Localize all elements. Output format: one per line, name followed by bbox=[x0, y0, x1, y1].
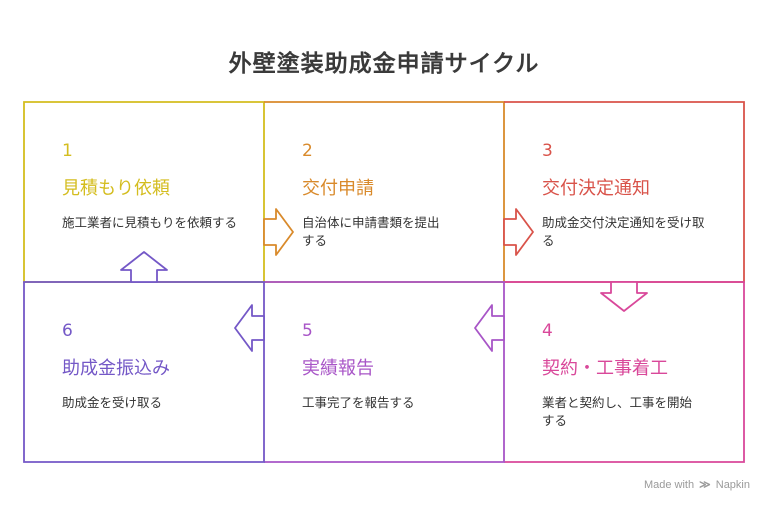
step-2-title: 交付申請 bbox=[302, 178, 374, 199]
step-1: 1 見積もり依頼 施工業者に見積もりを依頼する bbox=[62, 141, 277, 232]
step-6-description: 助成金を受け取る bbox=[62, 395, 163, 410]
step-4-title: 契約・工事着工 bbox=[542, 358, 668, 379]
step-2-number: 2 bbox=[302, 141, 313, 161]
arrow-2-to-3 bbox=[503, 208, 534, 256]
step-5-number: 5 bbox=[302, 321, 313, 341]
step-4-description: 業者と契約し、工事を開始する bbox=[542, 395, 693, 428]
step-5-box bbox=[264, 281, 505, 463]
arrow-5-to-6 bbox=[234, 304, 265, 352]
step-3-title: 交付決定通知 bbox=[542, 178, 650, 199]
step-2-description: 自治体に申請書類を提出する bbox=[302, 215, 440, 248]
step-5-description: 工事完了を報告する bbox=[302, 395, 415, 410]
step-1-title: 見積もり依頼 bbox=[62, 178, 170, 199]
step-5-title: 実績報告 bbox=[302, 358, 374, 379]
page-title: 外壁塗装助成金申請サイクル bbox=[228, 51, 540, 77]
step-6-title: 助成金振込み bbox=[62, 358, 170, 379]
step-6-box bbox=[23, 281, 265, 463]
step-4-number: 4 bbox=[542, 321, 553, 341]
napkin-logo-icon: ≫ bbox=[699, 479, 711, 491]
step-3-description: 助成金交付決定通知を受け取る bbox=[542, 215, 705, 248]
step-5: 5 実績報告 工事完了を報告する bbox=[302, 321, 517, 412]
step-6: 6 助成金振込み 助成金を受け取る bbox=[62, 321, 277, 412]
step-6-number: 6 bbox=[62, 321, 73, 341]
arrow-3-to-4 bbox=[600, 281, 648, 312]
made-with-napkin-footer[interactable]: Made with ≫ Napkin bbox=[644, 478, 750, 491]
arrow-4-to-5 bbox=[474, 304, 505, 352]
step-1-description: 施工業者に見積もりを依頼する bbox=[62, 215, 238, 230]
footer-brand: Napkin bbox=[715, 479, 750, 491]
step-1-number: 1 bbox=[62, 141, 73, 161]
step-3-number: 3 bbox=[542, 141, 553, 161]
arrow-1-to-2 bbox=[263, 208, 294, 256]
footer-prefix: Made with bbox=[643, 479, 695, 491]
step-3: 3 交付決定通知 助成金交付決定通知を受け取る bbox=[542, 141, 757, 250]
step-2: 2 交付申請 自治体に申請書類を提出する bbox=[302, 141, 517, 250]
arrow-6-to-1 bbox=[120, 251, 168, 283]
step-4: 4 契約・工事着工 業者と契約し、工事を開始する bbox=[542, 321, 757, 430]
